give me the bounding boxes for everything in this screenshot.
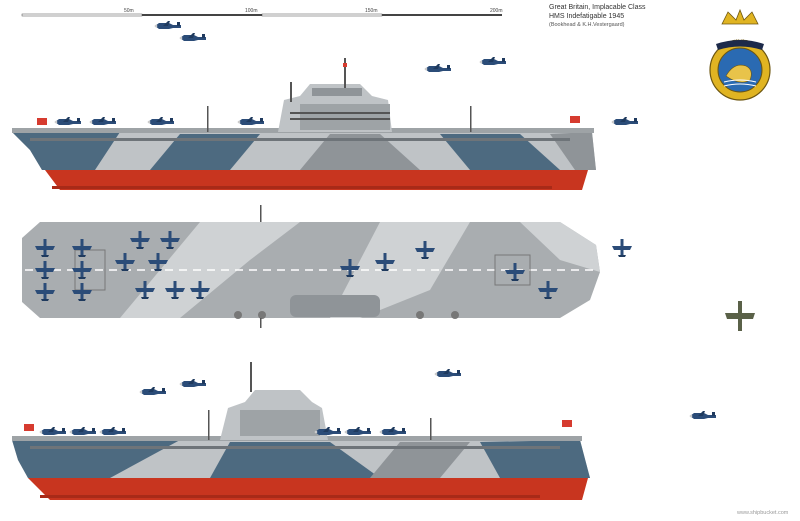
profile-bottom (12, 362, 716, 500)
scale-label-100m: 100m (245, 8, 258, 14)
ensign-flag-icon (37, 118, 47, 125)
flight-deck-plan-icon (22, 205, 755, 331)
caption-class: Great Britain, Implacable Class (549, 4, 646, 11)
scale-bar (21, 13, 502, 17)
ship-badge-icon (709, 8, 771, 101)
profile-top (12, 13, 638, 190)
watermark: www.shipbucket.com (737, 510, 789, 516)
scale-label-200m: 200m (490, 8, 503, 14)
caption-credits: (Bookhead & K.H.Vestergaard) (549, 22, 625, 28)
scale-label-50m: 50m (124, 8, 134, 14)
caption-ship: HMS Indefatigable 1945 (549, 13, 625, 20)
badge-motto: INDEFATIGABLE (718, 36, 754, 41)
scale-label-150m: 150m (365, 8, 378, 14)
